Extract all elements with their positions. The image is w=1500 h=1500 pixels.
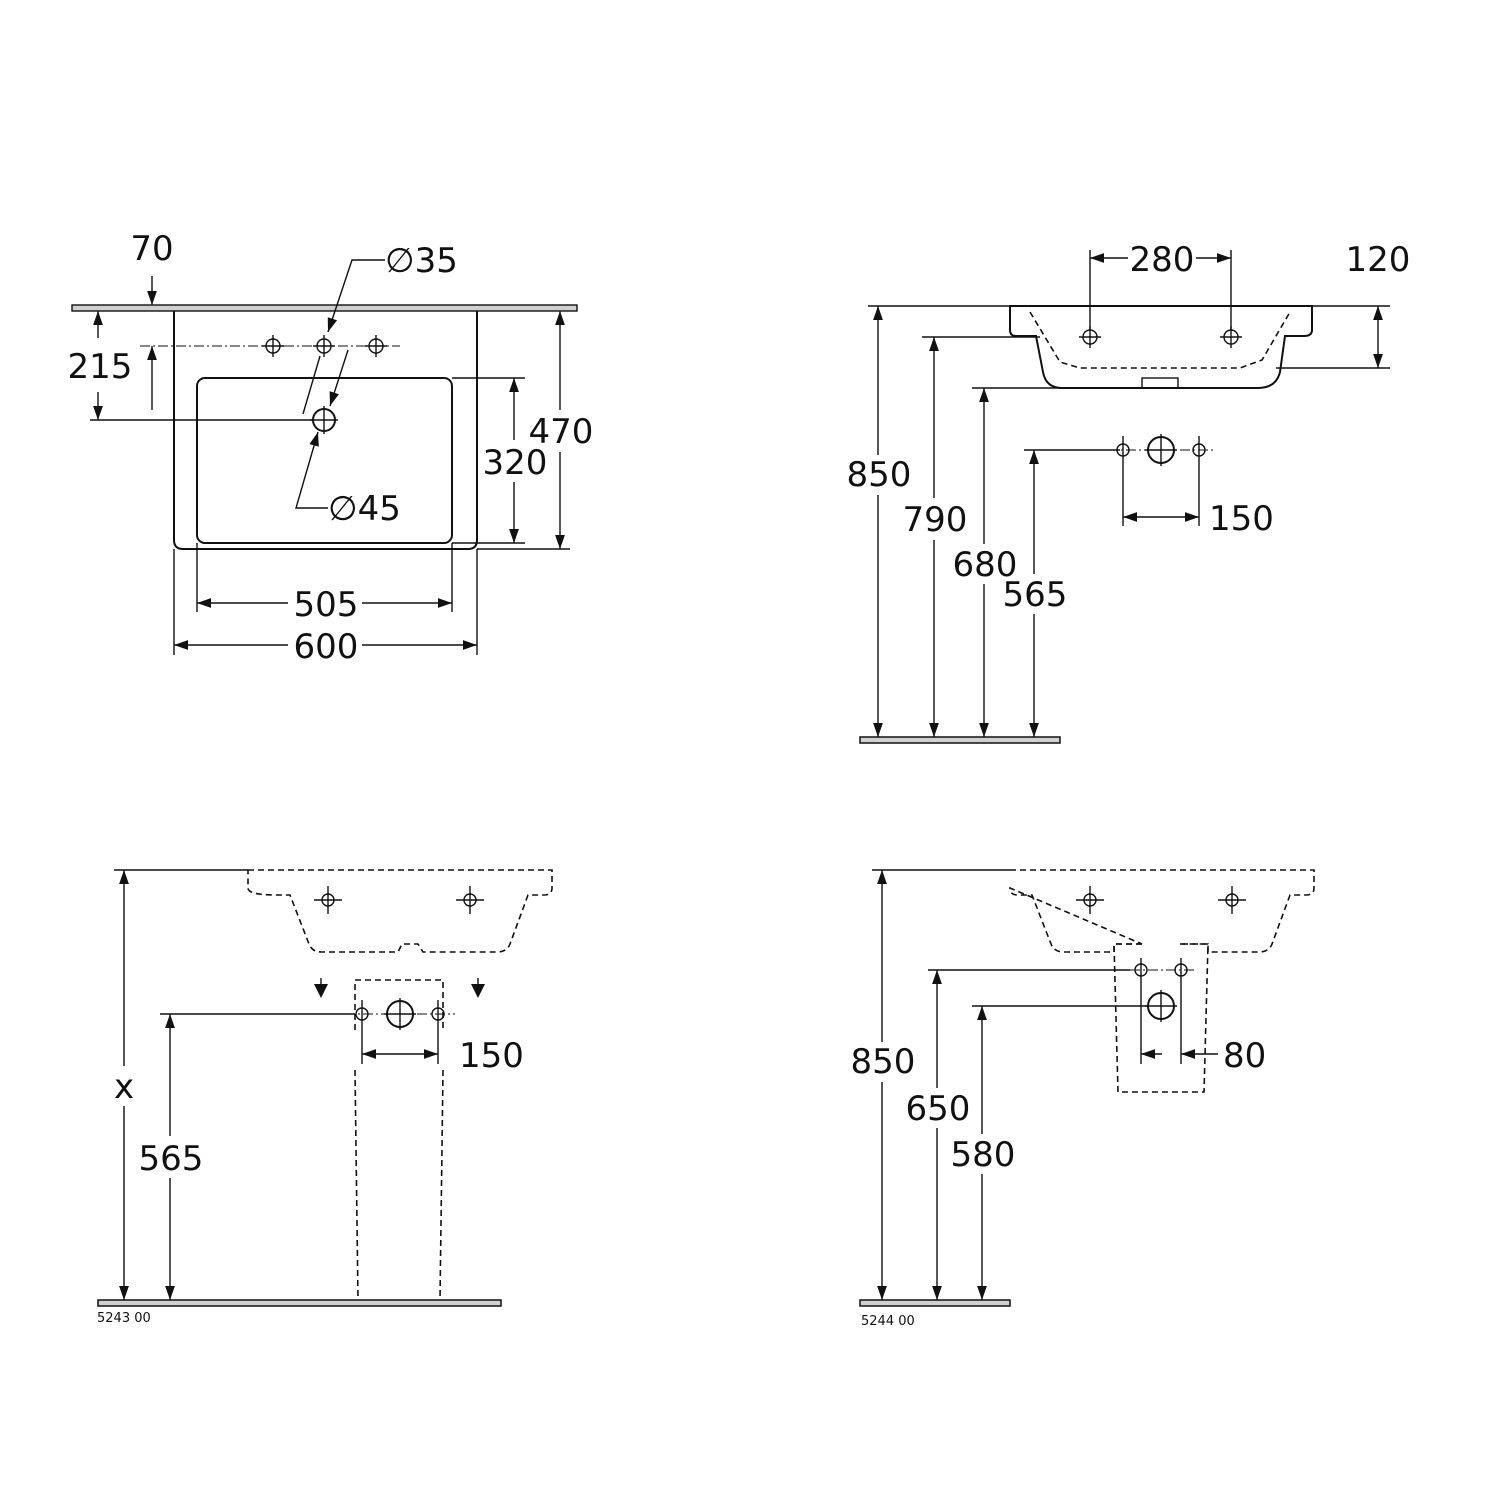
taphole-right-icon xyxy=(365,335,387,357)
arrow-down-left-icon xyxy=(314,984,328,998)
pedestal-top-dashed xyxy=(354,979,444,1030)
semi-waste-icon xyxy=(1145,990,1177,1022)
dim-680: 680 xyxy=(953,545,1018,585)
dim-x: x xyxy=(114,1067,134,1107)
bowl-hidden-line xyxy=(1029,311,1291,369)
ped-hole-right-icon xyxy=(456,886,484,914)
waste-icon xyxy=(1145,434,1177,466)
dia35-leader-lower xyxy=(302,355,321,415)
supply-right-icon xyxy=(1192,436,1206,526)
taphole-center-icon xyxy=(313,335,335,357)
floor-pedestal xyxy=(97,1299,502,1307)
arrow-down-right-icon xyxy=(471,984,485,998)
drain-icon xyxy=(310,406,338,434)
dim-dia35: ∅35 xyxy=(385,241,458,281)
dim-320: 320 xyxy=(483,443,548,483)
semi-supply-left-icon xyxy=(1134,958,1148,1064)
dim-505: 505 xyxy=(294,585,359,625)
basin-outline-dashed-semi xyxy=(1009,869,1315,953)
taphole-left-icon xyxy=(262,335,284,357)
ped-waste-icon xyxy=(384,998,416,1030)
side-view: 280 120 850 790 680 565 xyxy=(847,240,1411,744)
dim-850-semi: 850 xyxy=(851,1042,916,1082)
dim-470: 470 xyxy=(529,412,594,452)
semi-hole-right-icon xyxy=(1218,886,1246,914)
dim-70: 70 xyxy=(130,229,173,269)
dim-150-ped: 150 xyxy=(459,1036,524,1076)
semi-pedestal-dashed xyxy=(1113,943,1209,1093)
pedestal-view: 150 x 565 5243 00 xyxy=(97,869,553,1326)
semi-hole-left-icon xyxy=(1076,886,1104,914)
dim-dia45: ∅45 xyxy=(328,489,401,529)
ped-hole-left-icon xyxy=(314,886,342,914)
dim-150-side: 150 xyxy=(1209,499,1274,539)
article-code-5244: 5244 00 xyxy=(861,1314,915,1329)
dim-850-side: 850 xyxy=(847,455,912,495)
floor-side xyxy=(859,736,1061,744)
basin-profile xyxy=(1009,305,1313,389)
dim-215: 215 xyxy=(68,347,133,387)
basin-outline-dashed xyxy=(247,869,553,953)
dim-280: 280 xyxy=(1130,240,1195,280)
dia35-leader xyxy=(327,259,385,333)
bowl-outline xyxy=(196,377,453,544)
dim-565-side: 565 xyxy=(1003,575,1068,615)
dim-650: 650 xyxy=(906,1089,971,1129)
dim-790: 790 xyxy=(903,500,968,540)
semi-supply-right-icon xyxy=(1174,958,1188,1064)
semi-pedestal-view: 80 850 650 580 5244 00 xyxy=(851,869,1315,1329)
dim-80: 80 xyxy=(1223,1036,1266,1076)
dim-565-ped: 565 xyxy=(139,1139,204,1179)
article-code-5243: 5243 00 xyxy=(97,1311,151,1326)
wall-strip xyxy=(71,304,578,312)
dim-600: 600 xyxy=(294,627,359,667)
pedestal-column-dashed xyxy=(354,1069,444,1301)
dim-580: 580 xyxy=(951,1135,1016,1175)
supply-left-icon xyxy=(1116,436,1130,526)
dim-120: 120 xyxy=(1346,240,1411,280)
dia45-leader xyxy=(295,431,328,509)
top-view: 70 215 ∅35 ∅45 320 470 505 xyxy=(68,229,594,667)
floor-semi xyxy=(859,1299,1011,1307)
overflow-outlet xyxy=(1141,377,1179,389)
dia45-leader-upper xyxy=(329,349,349,407)
